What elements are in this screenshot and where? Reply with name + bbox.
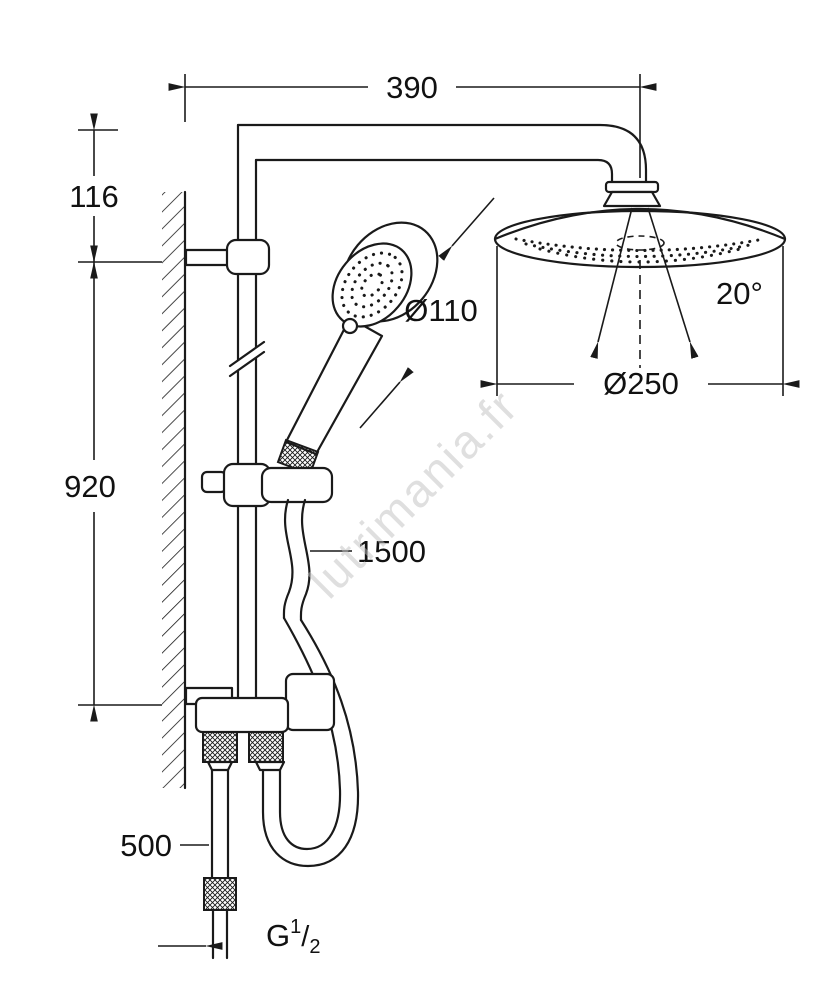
slider-lever <box>200 470 228 494</box>
dimension-hand-diameter: Ø110 <box>359 197 495 429</box>
thread-prefix: G <box>266 918 290 953</box>
hand-shower-face <box>331 242 413 328</box>
rail-break <box>230 342 264 376</box>
wall-section <box>162 190 187 790</box>
supply-hose <box>203 768 237 960</box>
wall-hatching <box>162 192 185 788</box>
bottom-bracket <box>184 672 336 772</box>
dim-116-label: 116 <box>69 179 118 214</box>
head-shower-connector <box>602 180 662 208</box>
hose-nut <box>248 731 284 763</box>
dim-1500-label: 1500 <box>357 534 426 569</box>
dimension-tilt-angle: 20° <box>590 207 763 368</box>
hand-shower-holder-arm <box>260 466 334 504</box>
top-supply-pipe <box>236 123 648 184</box>
rail-mounts <box>184 238 334 508</box>
dimension-thread: G1/2 <box>158 916 320 958</box>
hose-ferrule <box>203 877 237 911</box>
head-rim <box>493 209 787 269</box>
supply-nut <box>202 731 238 763</box>
dimension-hand-hose: 1500 <box>310 534 426 569</box>
dim-angle-label: 20° <box>716 276 763 311</box>
dim-920-label: 920 <box>64 469 116 504</box>
dim-390-label: 390 <box>386 70 438 105</box>
dim-head-diameter-label: Ø250 <box>603 366 679 401</box>
top-rail-collar <box>225 238 271 276</box>
hand-shower-nozzles <box>340 251 404 319</box>
dimension-top-width: 390 <box>168 70 657 178</box>
spray-mode-button <box>341 317 359 335</box>
top-wall-bracket <box>184 248 232 267</box>
dim-hand-diameter-label: Ø110 <box>404 293 478 328</box>
nozzle-row <box>514 237 766 253</box>
bottom-housing <box>194 696 290 734</box>
thread-slash: / <box>301 921 310 953</box>
ball-joint-outline <box>615 235 665 251</box>
dimension-supply-hose: 500 <box>120 828 209 863</box>
dimension-head-diameter: Ø250 <box>480 246 800 401</box>
dim-500-label: 500 <box>120 828 172 863</box>
thread-size-label: G1/2 <box>266 916 320 958</box>
hose-outlet-body <box>284 672 336 732</box>
overhead-shower-head <box>493 207 787 269</box>
thread-denominator: 2 <box>309 936 320 958</box>
head-dome <box>493 207 787 241</box>
thread-numerator: 1 <box>290 916 301 938</box>
dimension-rail-height: 920 <box>64 245 162 722</box>
